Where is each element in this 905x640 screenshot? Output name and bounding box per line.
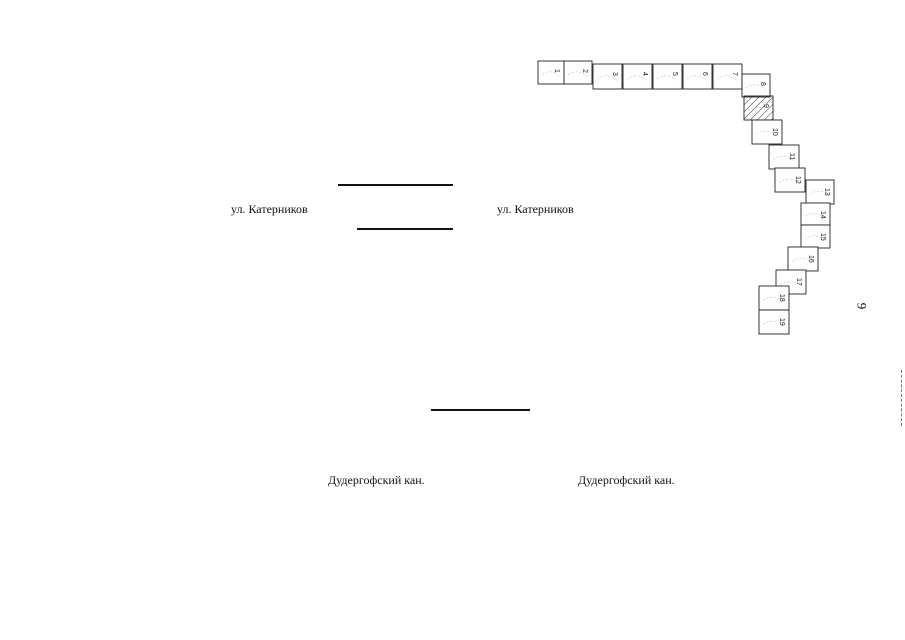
survey-tile-number: 5 (671, 72, 678, 76)
survey-tile-number: 1 (553, 69, 560, 73)
street-edge-line-upper (338, 184, 453, 186)
survey-tile: 4 (622, 63, 653, 90)
survey-tile: 19 (758, 309, 790, 335)
survey-tile: 2 (563, 60, 593, 85)
street-label-katernikov-left: ул. Катерников (231, 202, 308, 216)
survey-tile: 1 (537, 60, 565, 85)
survey-tile-number: 11 (788, 153, 795, 160)
survey-tile-number: 14 (819, 211, 826, 219)
survey-tile: 15 (800, 224, 831, 249)
street-label-dudergof-right: Дудергофский кан. (578, 473, 675, 487)
survey-tile: 16 (787, 246, 819, 272)
survey-tile: 14 (800, 202, 831, 226)
survey-tile: 5 (652, 63, 683, 90)
survey-tile-number: 7 (731, 72, 738, 76)
survey-tile-number: 3 (611, 72, 618, 76)
survey-tile: 8 (741, 73, 771, 98)
survey-tile: 11 (768, 144, 800, 170)
survey-tile-number: 8 (759, 82, 766, 86)
street-label-dudergof-left: Дудергофский кан. (328, 473, 425, 487)
street-edge-line-lower (357, 228, 453, 230)
survey-tile-number: 6 (701, 72, 708, 76)
survey-tile-number: 17 (795, 278, 802, 286)
street-label-katernikov-right: ул. Катерников (497, 202, 574, 216)
survey-tile-number: 9 (762, 104, 769, 108)
survey-tile-number: 13 (823, 188, 830, 196)
survey-tile: 9 (743, 95, 774, 121)
survey-tile: 10 (751, 119, 783, 145)
survey-tile-number: 15 (819, 233, 826, 241)
survey-tile: 6 (682, 63, 713, 90)
survey-tile-number: 12 (794, 176, 801, 184)
survey-tile: 3 (592, 63, 623, 90)
survey-tile-number: 19 (778, 318, 785, 326)
canal-edge-line (431, 409, 530, 411)
survey-tile: 18 (758, 285, 790, 311)
survey-tile-number: 2 (581, 69, 588, 73)
sheet-edge-mark (901, 370, 902, 426)
survey-tile: 12 (774, 167, 806, 193)
survey-tile-number: 18 (778, 294, 785, 302)
survey-tile-number: 16 (807, 255, 814, 263)
survey-tile: 13 (805, 179, 835, 205)
survey-tile-number: 10 (771, 128, 778, 136)
survey-tile-number: 4 (641, 72, 648, 76)
survey-tile: 7 (712, 63, 743, 90)
